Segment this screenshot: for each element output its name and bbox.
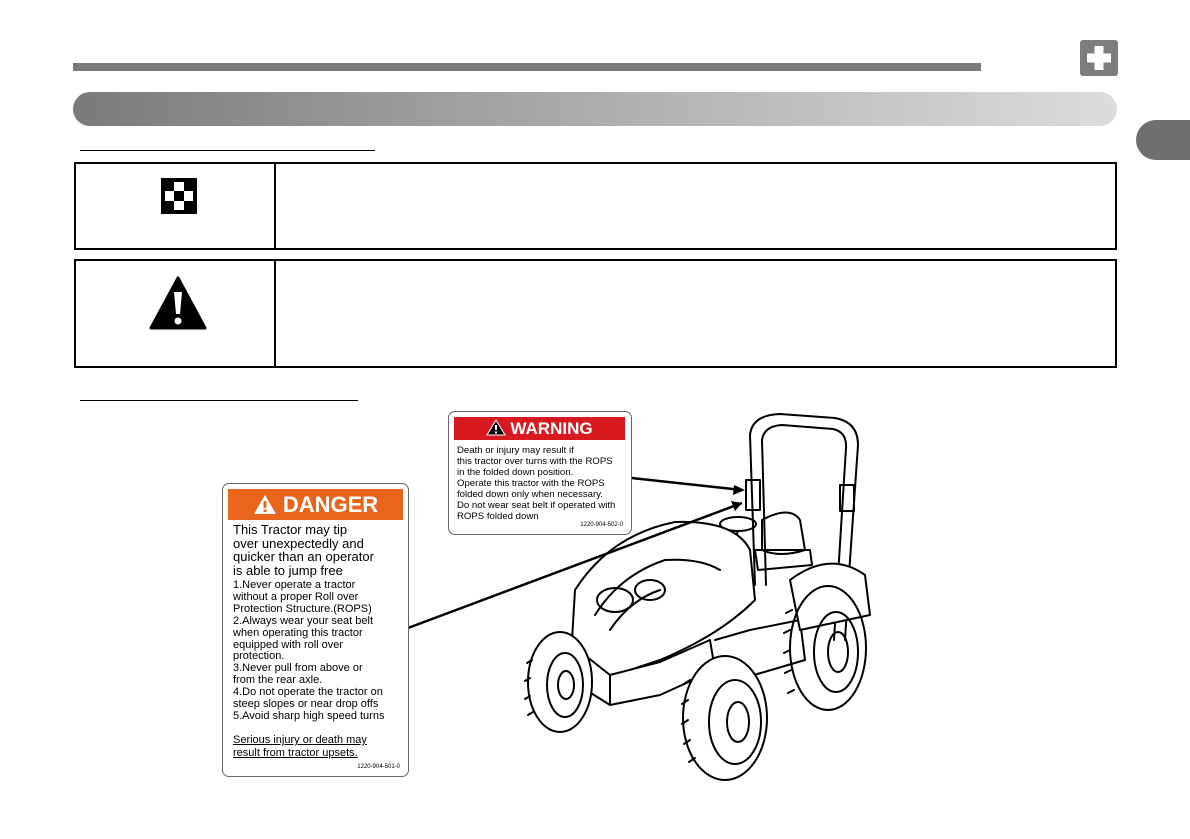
- first-aid-cross-icon: [161, 178, 197, 219]
- first-aid-cross-icon: [1080, 40, 1118, 76]
- danger-header-text: DANGER: [282, 492, 379, 517]
- tractor-illustration: [524, 413, 871, 781]
- subheading-underline: [80, 150, 375, 151]
- danger-triangle-icon: [253, 495, 276, 514]
- warning-header-text: WARNING: [510, 419, 593, 438]
- danger-header: DANGER: [228, 489, 403, 520]
- warning-part-number: 1220-904-502-0: [580, 522, 623, 528]
- subheading-underline: [80, 400, 358, 401]
- chapter-tab: [1136, 120, 1190, 160]
- warning-triangle-icon: [149, 276, 207, 335]
- warning-body: Death or injury may result if this tract…: [457, 445, 616, 522]
- warning-box: [74, 259, 1117, 368]
- warning-triangle-icon: [486, 419, 507, 436]
- danger-items: 1.Never operate a tractor without a prop…: [233, 579, 385, 722]
- danger-lead: This Tractor may tip over unexpectedly a…: [233, 522, 374, 578]
- note-divider: [274, 164, 276, 248]
- danger-part-number: 1220-904-501-0: [357, 764, 400, 770]
- warning-divider: [274, 261, 276, 366]
- danger-footer: Serious injury or death may result from …: [233, 734, 367, 759]
- warning-header: WARNING: [454, 417, 625, 440]
- danger-label: DANGER This Tractor may tip over unexpec…: [222, 483, 409, 777]
- note-box: [74, 162, 1117, 250]
- header-rule: [73, 63, 981, 71]
- warning-label: WARNING Death or injury may result if th…: [448, 411, 632, 535]
- section-title-bar: [73, 92, 1117, 126]
